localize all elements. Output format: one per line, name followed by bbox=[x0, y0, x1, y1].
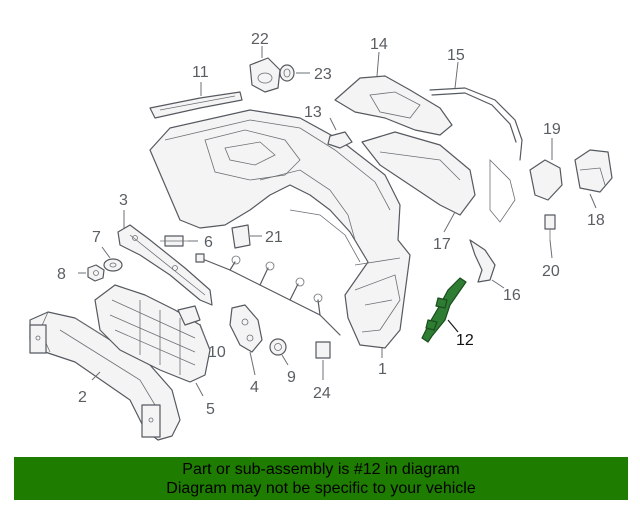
callout-1: 1 bbox=[378, 361, 387, 378]
part-8-nut bbox=[87, 264, 105, 282]
callout-3: 3 bbox=[119, 192, 128, 209]
callout-5: 5 bbox=[206, 401, 215, 418]
part-5-energy-absorber bbox=[94, 284, 211, 383]
parts-diagram: 1 2 3 4 5 6 7 8 9 10 11 12 13 14 15 16 1… bbox=[29, 31, 613, 441]
banner-line-1: Part or sub-assembly is #12 in diagram bbox=[182, 461, 460, 478]
callout-labels: 1 2 3 4 5 6 7 8 9 10 11 12 13 14 15 16 1… bbox=[57, 31, 605, 418]
part-23-grommet bbox=[279, 64, 295, 82]
callout-4: 4 bbox=[250, 379, 259, 396]
part-3-bracket bbox=[117, 224, 213, 306]
callout-8: 8 bbox=[57, 266, 66, 283]
callout-17: 17 bbox=[433, 236, 451, 253]
part-20-pin bbox=[544, 214, 556, 240]
part-12-highlighted-bracket bbox=[421, 277, 467, 343]
callout-15: 15 bbox=[447, 47, 465, 64]
callout-23: 23 bbox=[314, 66, 332, 83]
part-17-diffuser bbox=[361, 131, 516, 223]
part-16-lower-strip bbox=[469, 239, 496, 283]
part-14-upper-panel bbox=[334, 75, 453, 136]
part-9-sensor bbox=[269, 338, 287, 356]
part-22-sensor-housing bbox=[249, 57, 281, 93]
part-6-clip bbox=[160, 235, 188, 247]
callout-13: 13 bbox=[304, 104, 322, 121]
wiring-harness bbox=[195, 253, 341, 336]
part-24-clip bbox=[315, 341, 331, 359]
part-18-bracket-box bbox=[574, 149, 613, 193]
info-banner: Part or sub-assembly is #12 in diagram D… bbox=[14, 457, 628, 500]
part-19-bracket bbox=[529, 159, 563, 201]
part-7-washer bbox=[103, 258, 123, 272]
callout-20: 20 bbox=[542, 263, 560, 280]
callout-6: 6 bbox=[204, 234, 213, 251]
part-15-molding bbox=[429, 87, 523, 161]
part-10-bracket bbox=[177, 305, 201, 326]
banner-line-2: Diagram may not be specific to your vehi… bbox=[166, 480, 476, 497]
callout-19: 19 bbox=[543, 121, 561, 138]
callout-14: 14 bbox=[370, 36, 388, 53]
callout-24: 24 bbox=[313, 385, 331, 402]
callout-7: 7 bbox=[92, 229, 101, 246]
part-21-pad bbox=[231, 224, 251, 249]
callout-22: 22 bbox=[251, 31, 269, 48]
callout-12: 12 bbox=[456, 332, 474, 349]
callout-16: 16 bbox=[503, 287, 521, 304]
callout-10: 10 bbox=[208, 344, 226, 361]
part-13-clip bbox=[327, 131, 353, 149]
callout-11: 11 bbox=[192, 64, 209, 81]
leader-lines bbox=[78, 46, 597, 397]
part-4-side-bracket bbox=[229, 304, 263, 353]
callout-18: 18 bbox=[587, 212, 605, 229]
part-11-trim-strip bbox=[149, 91, 243, 119]
callout-21: 21 bbox=[265, 229, 283, 246]
callout-2: 2 bbox=[78, 389, 87, 406]
callout-9: 9 bbox=[287, 369, 296, 386]
